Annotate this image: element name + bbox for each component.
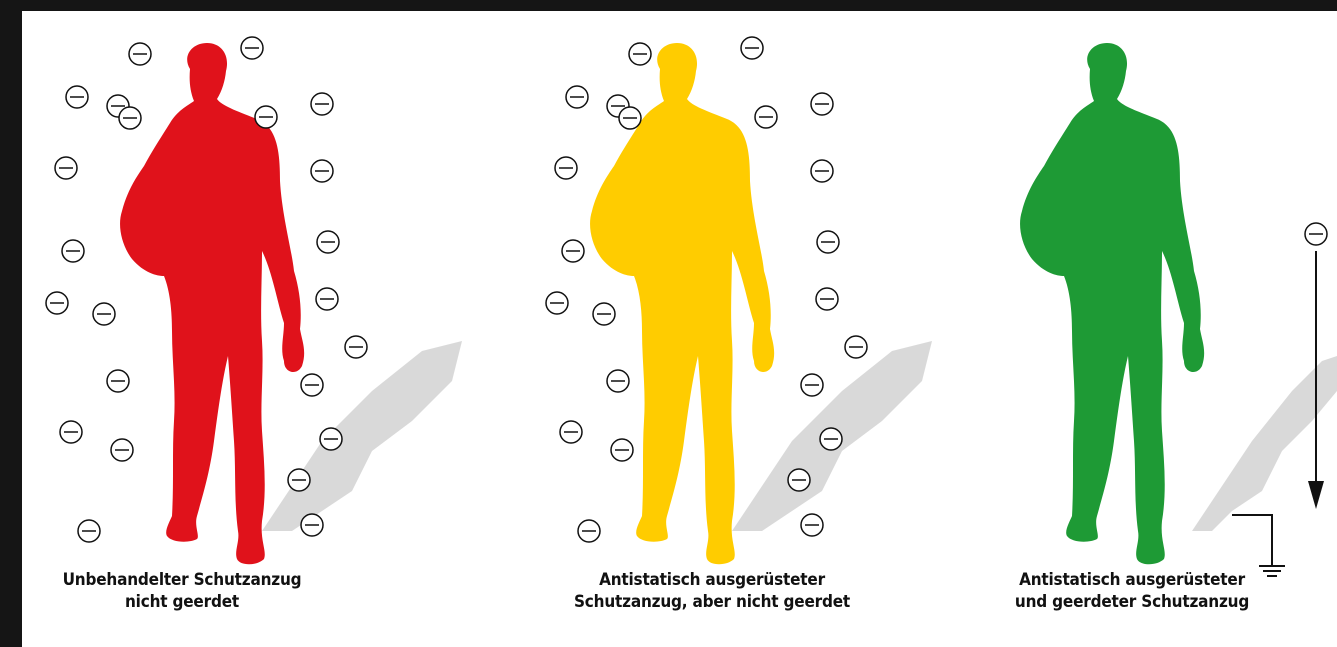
caption-antistatic: Antistatisch ausgerüsteter Schutzanzug, … (552, 569, 872, 613)
figure-grounded-graphic (962, 11, 1337, 647)
person-silhouette (590, 43, 774, 564)
caption-line-2: und geerdeter Schutzanzug (982, 591, 1282, 613)
caption-untreated: Unbehandelter Schutzanzug nicht geerdet (62, 569, 302, 613)
esd-illustration-panel: Unbehandelter Schutzanzug nicht geerdet (22, 11, 1337, 647)
figure-untreated: Unbehandelter Schutzanzug nicht geerdet (22, 11, 492, 647)
person-silhouette (1020, 43, 1204, 564)
figure-grounded: Antistatisch ausgerüsteter und geerdeter… (962, 11, 1337, 647)
caption-line-2: nicht geerdet (62, 591, 302, 613)
figure-untreated-graphic (22, 11, 492, 647)
arrow-head-icon (1308, 481, 1324, 509)
caption-grounded: Antistatisch ausgerüsteter und geerdeter… (982, 569, 1282, 613)
caption-line-2: Schutzanzug, aber nicht geerdet (552, 591, 872, 613)
figure-antistatic: Antistatisch ausgerüsteter Schutzanzug, … (492, 11, 962, 647)
caption-line-1: Antistatisch ausgerüsteter (982, 569, 1282, 591)
caption-line-1: Unbehandelter Schutzanzug (62, 569, 302, 591)
caption-line-1: Antistatisch ausgerüsteter (552, 569, 872, 591)
figure-antistatic-graphic (492, 11, 962, 647)
ground-icon (1232, 515, 1285, 576)
